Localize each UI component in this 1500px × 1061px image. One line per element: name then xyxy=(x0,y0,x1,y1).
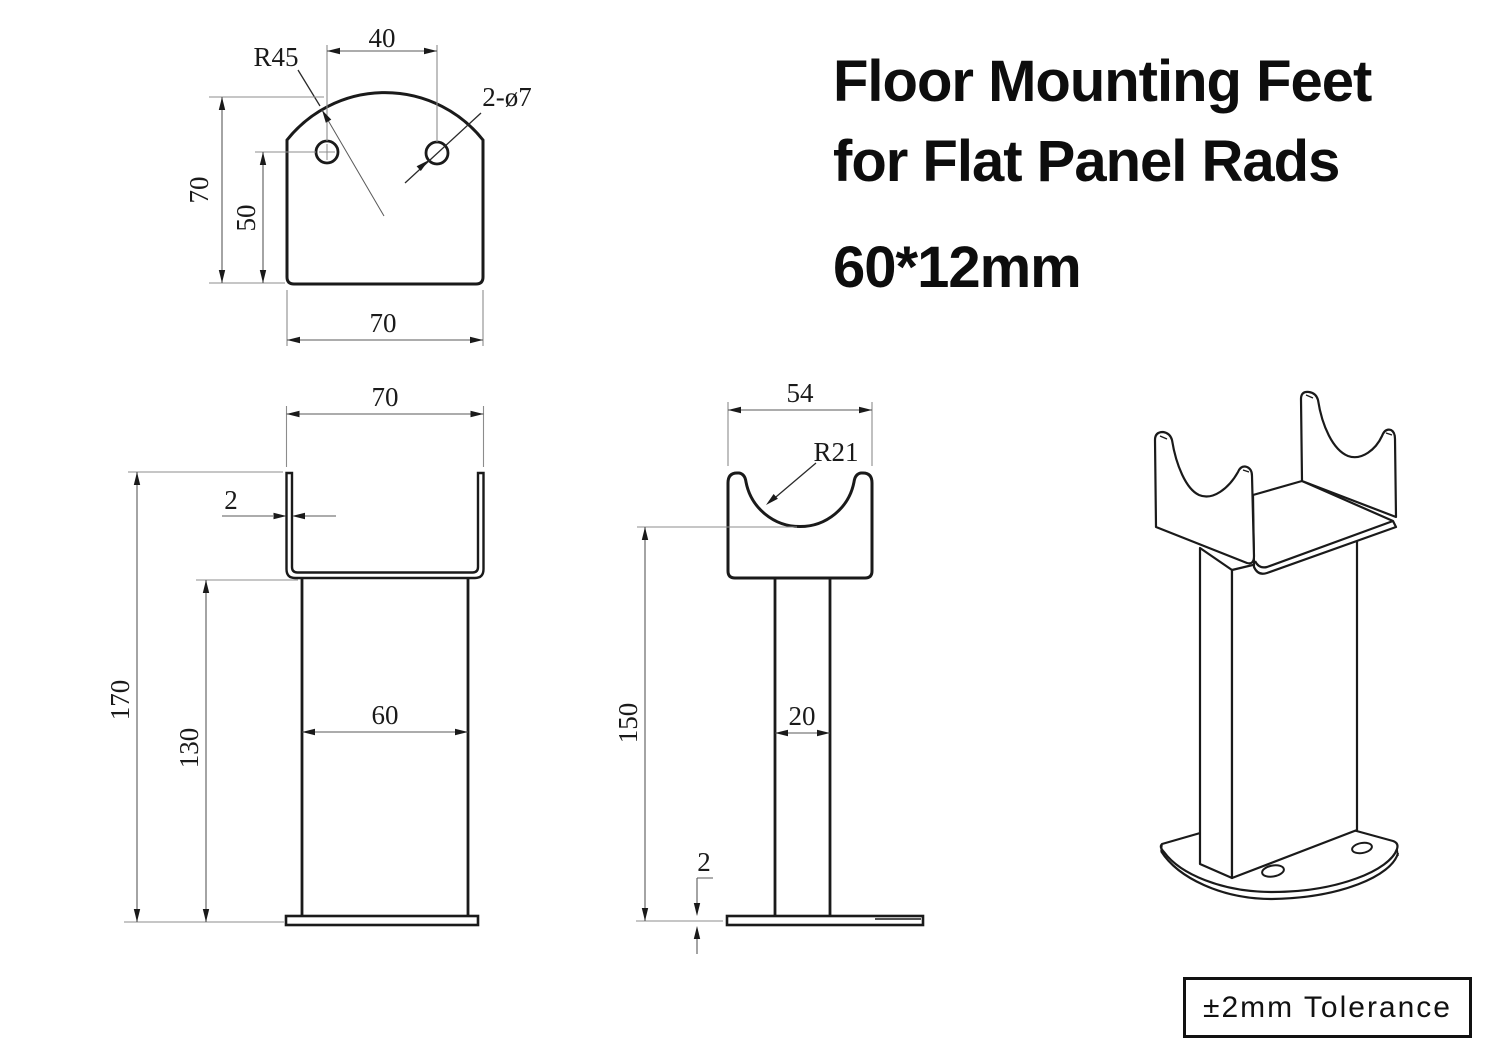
arrow xyxy=(133,472,141,485)
dim-top-hole-offset: 50 xyxy=(231,205,261,232)
iso-panel-right xyxy=(1299,390,1398,519)
iso-plate-front-edge xyxy=(1254,519,1394,569)
dim-top-overall-width: 70 xyxy=(370,308,397,338)
base-plate-outline xyxy=(285,91,485,286)
arrow xyxy=(322,110,332,123)
arrow xyxy=(859,406,872,414)
dim-front-wall-thickness: 2 xyxy=(224,485,238,515)
dim-top-hole-spacing: 40 xyxy=(369,23,396,53)
arrow xyxy=(218,97,226,110)
iso-base-corner-edges xyxy=(1160,844,1399,857)
dim-top-holes: 2-ø7 xyxy=(482,82,532,112)
dim-front-column-height: 130 xyxy=(174,728,204,769)
arrow xyxy=(133,909,141,922)
arrow xyxy=(775,729,788,737)
arrow xyxy=(455,728,468,736)
tolerance-note: ±2mm Tolerance xyxy=(1183,977,1472,1038)
arrow xyxy=(641,908,649,921)
dim-side-column-depth: 20 xyxy=(789,701,816,731)
dim-front-top-width: 70 xyxy=(372,382,399,412)
arrow xyxy=(728,406,741,414)
iso-horn-edges xyxy=(1159,394,1393,473)
leader-r21 xyxy=(769,462,817,503)
title-line-1: Floor Mounting Feet xyxy=(833,49,1372,114)
title-block: Floor Mounting Feet for Flat Panel Rads … xyxy=(833,42,1493,308)
leader-r45 xyxy=(297,69,321,107)
arrow xyxy=(259,270,267,283)
arrow xyxy=(693,903,701,916)
arrow xyxy=(470,410,484,418)
arrow xyxy=(286,410,300,418)
column-outline xyxy=(300,578,470,916)
arrow xyxy=(218,270,226,283)
ext-lines-150 xyxy=(636,526,797,922)
dim-lines-2 xyxy=(696,877,713,954)
front-view: 70 2 170 130 60 xyxy=(105,382,485,927)
base-outline xyxy=(284,914,480,927)
arrow xyxy=(259,152,267,165)
arrow xyxy=(292,512,305,520)
leader-holes xyxy=(404,112,482,184)
ext-lines-40 xyxy=(326,45,438,142)
column-outline xyxy=(773,578,832,916)
dim-side-base-thickness: 2 xyxy=(697,847,711,877)
arrow xyxy=(273,512,287,520)
dim-front-total-height: 170 xyxy=(105,680,135,721)
dim-side-saddle-radius: R21 xyxy=(813,437,858,467)
iso-panel-left xyxy=(1153,430,1256,565)
dim-top-corner-radius: R45 xyxy=(253,42,298,72)
top-view: 40 R45 2-ø7 70 50 xyxy=(184,23,532,346)
arrow xyxy=(416,160,429,171)
arrow xyxy=(641,527,649,540)
arrow xyxy=(470,336,483,344)
radius-line-r45 xyxy=(321,109,385,217)
ext-lines-70h xyxy=(209,96,324,284)
title-line-2: for Flat Panel Rads xyxy=(833,129,1340,194)
arrow xyxy=(202,580,210,593)
dim-side-saddle-width: 54 xyxy=(787,378,815,408)
dim-side-height: 150 xyxy=(613,703,643,744)
iso-column-front-face xyxy=(1230,538,1359,880)
hole-crosshair xyxy=(319,144,335,160)
arrow xyxy=(424,47,437,55)
arrow xyxy=(287,336,300,344)
arrow xyxy=(766,494,778,505)
arrow xyxy=(202,909,210,922)
iso-plate xyxy=(1251,479,1398,575)
u-channel-outline xyxy=(285,471,485,580)
ext-lines-54 xyxy=(727,402,873,466)
iso-base-hole-right xyxy=(1351,841,1373,855)
iso-base-hole-left xyxy=(1261,864,1285,878)
dim-front-column-width: 60 xyxy=(372,700,399,730)
ext-lines-70 xyxy=(285,406,485,467)
title-line-3: 60*12mm xyxy=(833,235,1082,300)
arrow xyxy=(693,926,701,939)
saddle-outline xyxy=(726,471,874,580)
dim-top-overall-height: 70 xyxy=(184,177,214,204)
side-view: 54 R21 150 20 2 xyxy=(613,378,925,954)
iso-column-left-face xyxy=(1198,546,1234,880)
ext-lines-70w xyxy=(286,290,484,346)
iso-base-thickness xyxy=(1160,850,1400,901)
isometric-view xyxy=(1153,390,1400,901)
arrow xyxy=(327,47,340,55)
tolerance-text: ±2mm Tolerance xyxy=(1202,990,1452,1024)
arrow xyxy=(302,728,315,736)
base-outline xyxy=(725,914,925,927)
arrow xyxy=(817,729,830,737)
ext-lines-170 xyxy=(124,471,284,923)
